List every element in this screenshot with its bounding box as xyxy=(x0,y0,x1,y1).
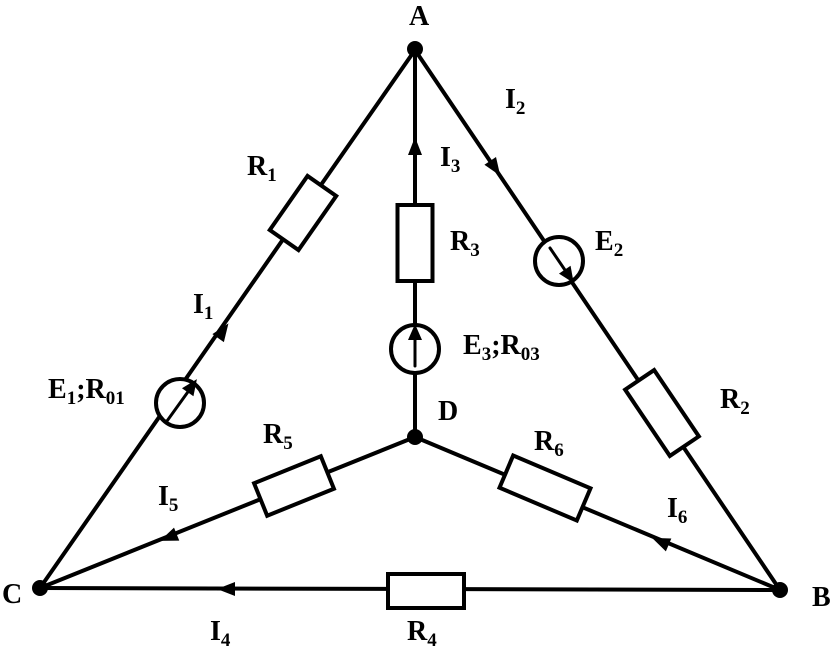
source-label-e2: E2 xyxy=(595,226,623,261)
node-d xyxy=(407,429,423,445)
node-label-d: D xyxy=(438,396,458,427)
node-label-a: A xyxy=(409,1,430,32)
current-arrow-i3 xyxy=(408,137,422,155)
resistor-r6 xyxy=(496,452,594,524)
current-arrows xyxy=(159,137,672,596)
node-c xyxy=(32,580,48,596)
resistor-r3 xyxy=(395,203,435,283)
resistor-label-r3: R3 xyxy=(450,226,480,261)
sources xyxy=(154,235,585,429)
node-a xyxy=(407,41,423,57)
source-e2 xyxy=(533,235,585,287)
current-label-i2: I2 xyxy=(505,84,525,119)
resistor-label-r5: R5 xyxy=(263,419,293,454)
node-label-b: B xyxy=(812,582,831,613)
resistors xyxy=(251,173,702,610)
current-arrow-i4 xyxy=(217,582,235,596)
current-label-i4: I4 xyxy=(210,616,231,651)
node-label-c: C xyxy=(2,579,22,610)
source-e1 xyxy=(154,377,206,429)
node-b xyxy=(772,582,788,598)
resistor-label-r6: R6 xyxy=(534,426,564,461)
current-arrow-i2 xyxy=(484,156,501,176)
wire-a-b xyxy=(413,48,782,592)
source-label-e1: E1;R01 xyxy=(48,374,125,409)
current-label-i3: I3 xyxy=(440,142,460,177)
current-label-i6: I6 xyxy=(667,493,687,528)
current-arrow-i1 xyxy=(212,323,229,343)
wire-d-b xyxy=(413,435,782,592)
current-label-i5: I5 xyxy=(158,481,178,516)
wire-d-c xyxy=(38,435,417,590)
resistor-r1 xyxy=(266,173,340,253)
resistor-label-r2: R2 xyxy=(720,384,750,419)
current-arrow-i6 xyxy=(652,537,672,552)
resistor-r4 xyxy=(386,572,466,610)
wire-a-c xyxy=(38,48,417,590)
resistor-r5 xyxy=(251,453,337,519)
resistor-label-r4: R4 xyxy=(407,616,437,651)
current-arrow-i5 xyxy=(159,527,180,541)
resistor-r2 xyxy=(622,367,702,459)
current-label-i1: I1 xyxy=(193,289,213,324)
resistor-label-r1: R1 xyxy=(247,151,277,186)
nodes xyxy=(32,41,788,598)
source-label-e3: E3;R03 xyxy=(463,330,540,365)
source-e3 xyxy=(389,323,441,375)
